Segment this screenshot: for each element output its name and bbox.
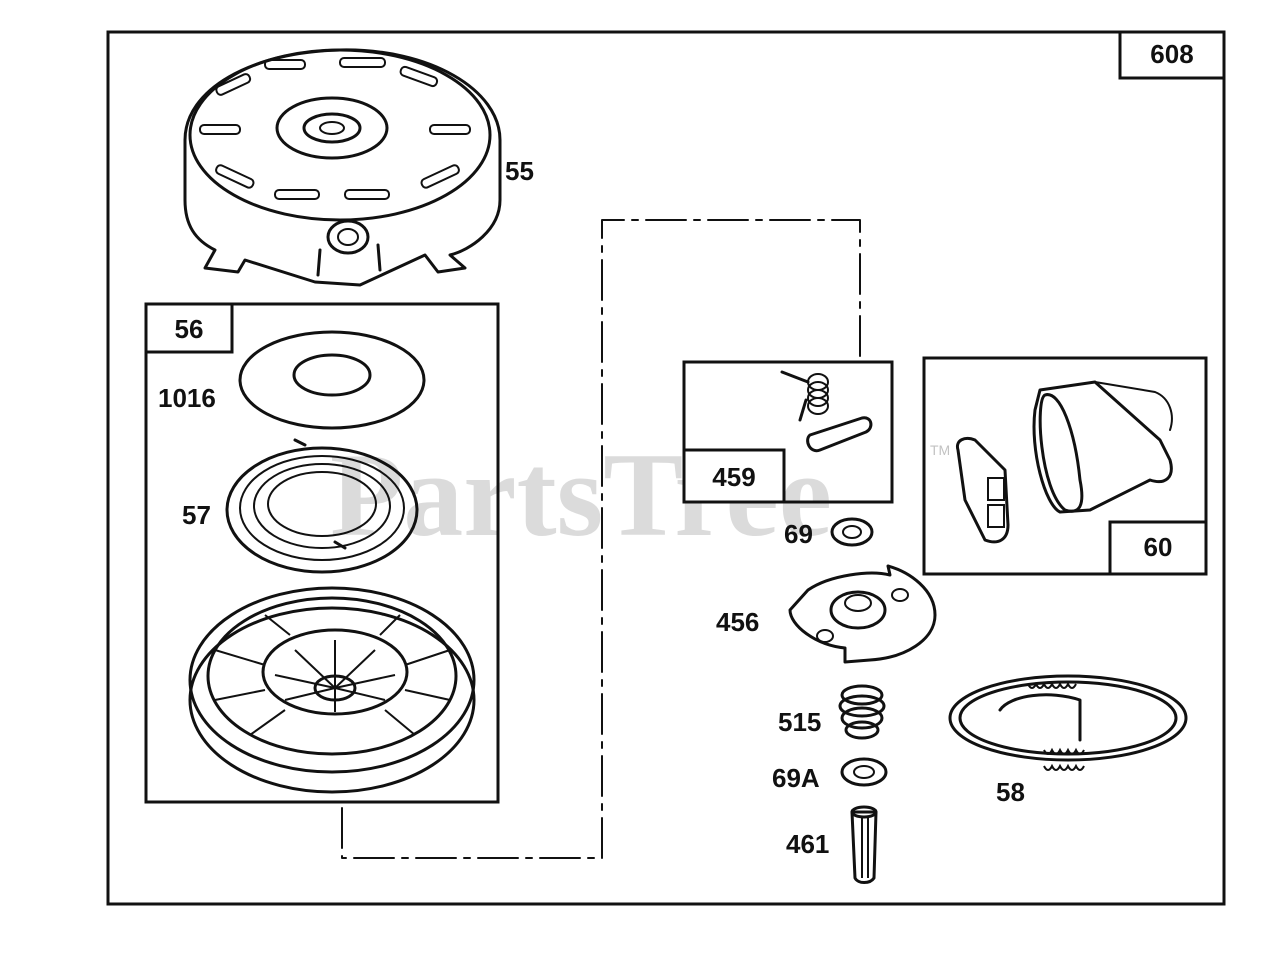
label-1016: 1016: [158, 383, 216, 413]
label-60: 60: [1144, 532, 1173, 562]
starter-housing-drawing[interactable]: [183, 48, 502, 287]
pulley-wheel-drawing[interactable]: [188, 586, 476, 794]
pawl-kit-box: [682, 360, 894, 504]
rope-drawing[interactable]: [948, 674, 1188, 771]
pawl-spring-drawing[interactable]: [780, 370, 829, 422]
pawl-kit-label-box: 459: [682, 448, 786, 504]
assembly-label-box: 608: [1118, 30, 1226, 80]
large-washer-drawing[interactable]: [238, 330, 426, 430]
recoil-spring-drawing[interactable]: [225, 438, 419, 574]
label-459: 459: [712, 462, 755, 492]
handle-grip-drawing[interactable]: [1032, 380, 1173, 514]
label-515: 515: [778, 707, 821, 737]
pawl-drawing[interactable]: [806, 416, 873, 453]
label-69A: 69A: [772, 763, 820, 793]
handle-kit-box: [922, 356, 1208, 576]
washer-drawing[interactable]: [830, 517, 874, 547]
pulley-kit-label-box: 56: [144, 302, 234, 354]
watermark-tm: TM: [930, 442, 950, 458]
label-69: 69: [784, 519, 813, 549]
handle-kit-label-box: 60: [1108, 520, 1208, 576]
label-57: 57: [182, 500, 211, 530]
label-461: 461: [786, 829, 829, 859]
label-56: 56: [175, 314, 204, 344]
assembly-label: 608: [1150, 39, 1193, 69]
pulley-kit-box: [144, 302, 500, 804]
label-58: 58: [996, 777, 1025, 807]
label-55: 55: [505, 156, 534, 186]
spring-drawing[interactable]: [838, 684, 886, 740]
small-washer-drawing[interactable]: [840, 757, 888, 787]
outer-frame: [106, 30, 1226, 906]
pin-drawing[interactable]: [850, 805, 878, 884]
connector-line: [341, 219, 861, 859]
label-456: 456: [716, 607, 759, 637]
handle-insert-drawing[interactable]: [955, 436, 1010, 544]
retainer-drawing[interactable]: [788, 564, 937, 664]
